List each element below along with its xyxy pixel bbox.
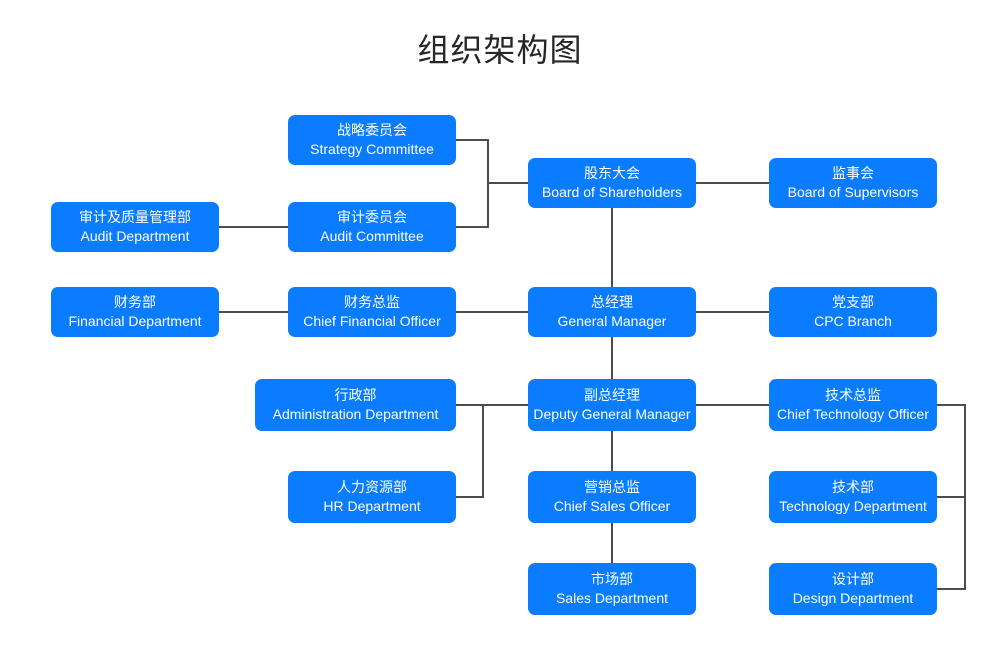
node-audit-department[interactable]: 审计及质量管理部 Audit Department xyxy=(51,202,219,252)
node-financial-department[interactable]: 财务部 Financial Department xyxy=(51,287,219,337)
node-label-cn: 党支部 xyxy=(832,294,874,310)
node-label-cn: 审计及质量管理部 xyxy=(79,209,191,225)
node-label-en: Deputy General Manager xyxy=(533,406,691,422)
node-label-en: General Manager xyxy=(557,313,667,329)
node-administration-department[interactable]: 行政部 Administration Department xyxy=(255,379,456,431)
node-label-cn: 监事会 xyxy=(832,165,874,181)
node-label-cn: 行政部 xyxy=(334,387,377,403)
node-hr-department[interactable]: 人力资源部 HR Department xyxy=(288,471,456,523)
node-label-cn: 人力资源部 xyxy=(337,479,407,495)
edge-deputy-adminhr-bus xyxy=(456,404,528,498)
node-label-en: Audit Committee xyxy=(320,228,424,244)
node-general-manager[interactable]: 总经理 General Manager xyxy=(528,287,696,337)
node-deputy-general-manager[interactable]: 副总经理 Deputy General Manager xyxy=(528,379,696,431)
node-chief-sales-officer[interactable]: 营销总监 Chief Sales Officer xyxy=(528,471,696,523)
node-cpc-branch[interactable]: 党支部 CPC Branch xyxy=(769,287,937,337)
node-label-en: Board of Supervisors xyxy=(787,184,919,200)
node-technology-department[interactable]: 技术部 Technology Department xyxy=(769,471,937,523)
node-label-en: Design Department xyxy=(792,590,914,606)
node-label-cn: 财务部 xyxy=(114,294,156,310)
node-label-cn: 技术部 xyxy=(832,479,874,495)
node-label-en: Board of Shareholders xyxy=(541,184,683,200)
node-audit-committee[interactable]: 审计委员会 Audit Committee xyxy=(288,202,456,252)
node-label-en: Strategy Committee xyxy=(310,141,434,157)
node-label-cn: 市场部 xyxy=(591,571,633,587)
node-design-department[interactable]: 设计部 Design Department xyxy=(769,563,937,615)
node-label-cn: 总经理 xyxy=(591,294,633,310)
node-label-cn: 审计委员会 xyxy=(337,209,407,225)
node-label-en: Audit Department xyxy=(80,228,190,244)
node-label-cn: 设计部 xyxy=(832,571,874,587)
node-label-en: Chief Technology Officer xyxy=(776,406,929,422)
node-label-en: Chief Sales Officer xyxy=(553,498,671,514)
page-title: 组织架构图 xyxy=(417,32,583,68)
edge-shareholders-committees xyxy=(456,139,489,228)
node-label-en: Chief Financial Officer xyxy=(303,313,441,329)
edge-cto-tech-design-bus xyxy=(937,404,966,590)
node-chief-technology-officer[interactable]: 技术总监 Chief Technology Officer xyxy=(769,379,937,431)
node-label-en: Technology Department xyxy=(779,498,927,514)
node-label-en: Administration Department xyxy=(272,406,439,422)
node-label-cn: 财务总监 xyxy=(344,294,400,310)
node-label-en: CPC Branch xyxy=(814,313,892,329)
node-board-of-shareholders[interactable]: 股东大会 Board of Shareholders xyxy=(528,158,696,208)
node-label-en: HR Department xyxy=(323,498,421,514)
node-sales-department[interactable]: 市场部 Sales Department xyxy=(528,563,696,615)
node-label-cn: 战略委员会 xyxy=(337,122,407,138)
node-chief-financial-officer[interactable]: 财务总监 Chief Financial Officer xyxy=(288,287,456,337)
node-label-cn: 副总经理 xyxy=(584,387,640,403)
node-label-cn: 营销总监 xyxy=(584,479,640,495)
node-label-en: Sales Department xyxy=(555,590,669,606)
node-board-of-supervisors[interactable]: 监事会 Board of Supervisors xyxy=(769,158,937,208)
node-label-cn: 技术总监 xyxy=(825,387,881,403)
node-label-en: Financial Department xyxy=(68,313,202,329)
node-strategy-committee[interactable]: 战略委员会 Strategy Committee xyxy=(288,115,456,165)
node-label-cn: 股东大会 xyxy=(584,165,640,181)
